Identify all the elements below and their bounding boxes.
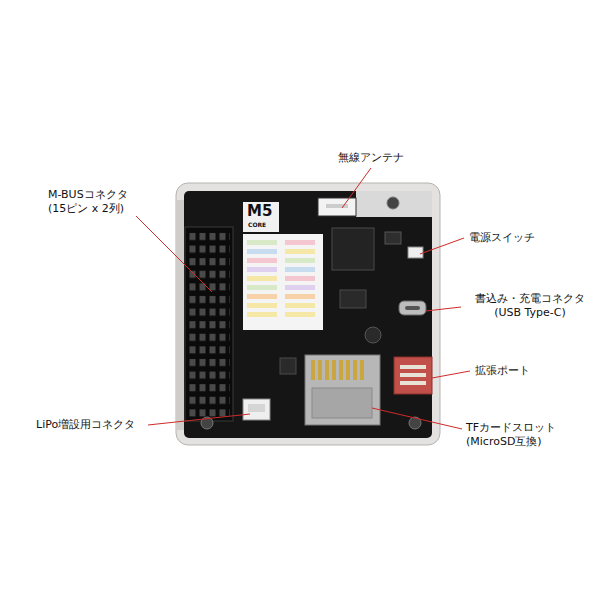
- sd-cover: [312, 388, 372, 418]
- part: [365, 327, 381, 343]
- callout-label: 拡張ポート: [475, 364, 565, 378]
- housing: [176, 183, 440, 445]
- callout-label: 電源スイッチ: [469, 231, 569, 245]
- callout-label: 無線アンテナ: [326, 151, 416, 165]
- power-switch: [408, 247, 423, 258]
- logo-text: CORE: [248, 221, 266, 229]
- leader-line: [148, 414, 250, 425]
- callout-label: LiPo増設用コネクタ: [36, 418, 148, 432]
- logo-text: M5: [247, 203, 272, 220]
- mbus-pins: [188, 231, 230, 419]
- callout-label: 書込み・充電コネクタ (USB Type-C): [465, 292, 595, 320]
- pcb: [184, 191, 432, 438]
- housing-top: [356, 191, 432, 217]
- sticker-rows: [247, 240, 315, 317]
- leader-line: [426, 307, 461, 311]
- leader-line: [420, 238, 464, 254]
- usb-c-slot: [405, 306, 420, 310]
- usb-c: [399, 301, 426, 315]
- sd-contacts: [310, 360, 366, 380]
- lipo-socket: [248, 404, 265, 412]
- part: [340, 290, 366, 308]
- leader-line: [432, 371, 470, 378]
- housing-side: [176, 200, 184, 430]
- callout-label: M-BUSコネクタ (15ピン x 2列): [48, 188, 160, 216]
- leader-lines: [136, 168, 470, 429]
- leader-line: [342, 168, 371, 208]
- pin-sticker: [243, 234, 323, 330]
- logo-patch: [243, 202, 279, 232]
- expansion-port: [394, 357, 432, 394]
- leader-line: [136, 216, 212, 292]
- mbus-header: [185, 227, 233, 421]
- callout-label: TFカードスロット (MicroSD互換): [466, 421, 578, 449]
- part: [280, 358, 296, 374]
- lipo-connector: [243, 399, 270, 420]
- leader-line: [372, 408, 462, 429]
- antenna: [318, 198, 356, 216]
- part: [385, 232, 401, 244]
- mount-hole: [387, 197, 399, 209]
- sd-slot: [305, 355, 380, 425]
- chip: [332, 228, 374, 270]
